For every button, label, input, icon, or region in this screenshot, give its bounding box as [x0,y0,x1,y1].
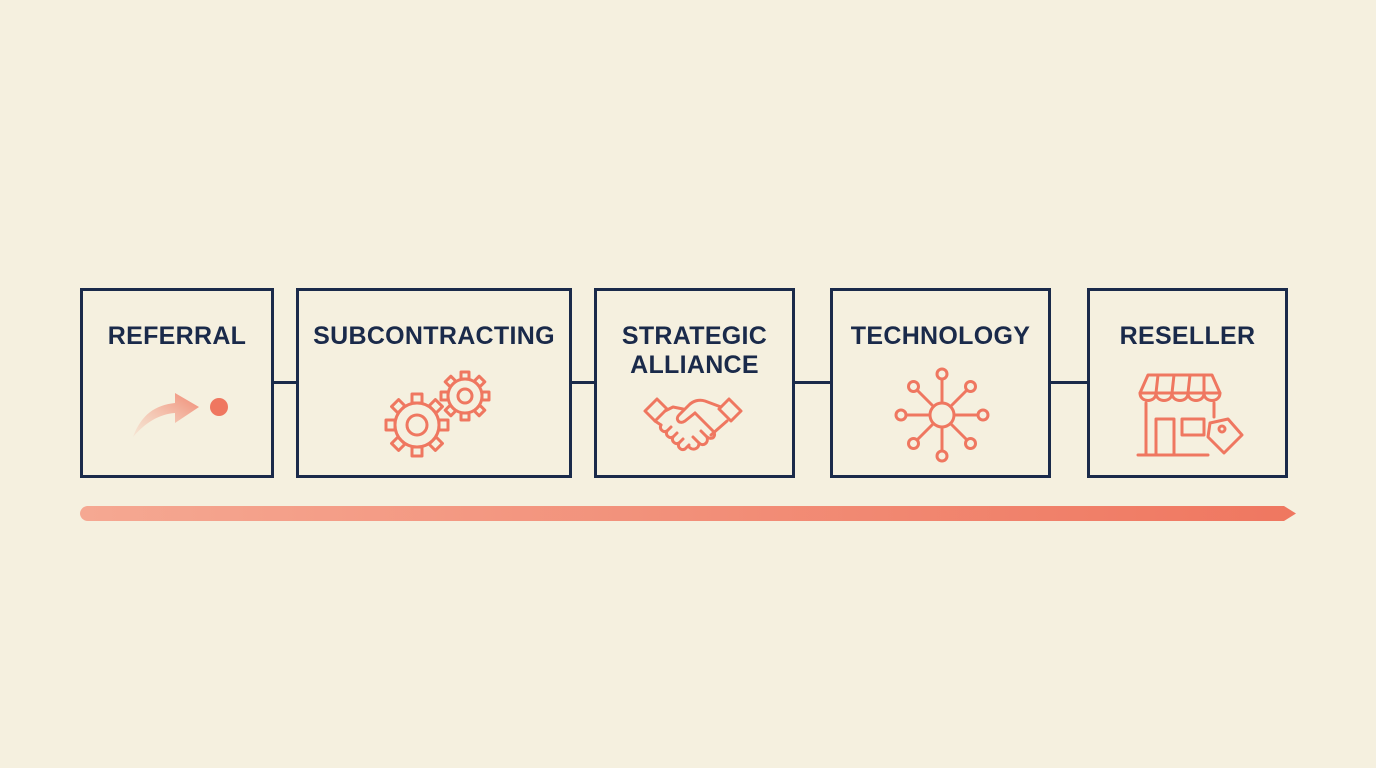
stage-card-reseller: RESELLER [1087,288,1288,478]
stage-card-technology: TECHNOLOGY [830,288,1051,478]
handshake-icon [641,391,745,461]
storefront-tag-icon [1136,371,1248,467]
stage-card-subcontracting: SUBCONTRACTING [296,288,572,478]
gears-icon [383,367,493,463]
stage-title: STRATEGIC ALLIANCE [621,322,768,379]
stage-title: TECHNOLOGY [850,322,1031,350]
connector-line [570,381,596,384]
stage-title: RESELLER [1119,322,1256,350]
connector-line [272,381,298,384]
connector-line [793,381,832,384]
stage-card-referral: REFERRAL [80,288,274,478]
stage-title: SUBCONTRACTING [313,322,555,350]
curved-arrow-icon [127,381,237,441]
stage-title: REFERRAL [107,322,247,350]
progress-arrow-bar [80,505,1298,522]
network-hub-icon [892,365,992,465]
connector-line [1049,381,1089,384]
stage-card-strategic-alliance: STRATEGIC ALLIANCE [594,288,795,478]
